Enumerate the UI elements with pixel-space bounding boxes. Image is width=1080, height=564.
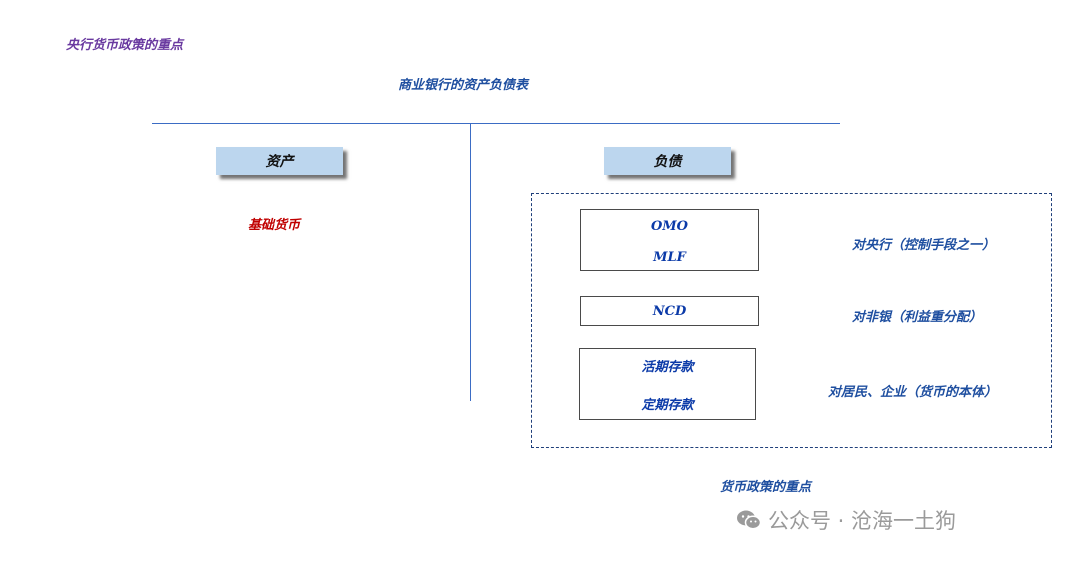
wechat-icon [736, 509, 762, 531]
t-account-horizontal-line [152, 123, 840, 124]
asset-item-base-money: 基础货币 [248, 218, 301, 233]
monetary-policy-focus-label: 货币政策的重点 [720, 480, 812, 495]
assets-header-label: 资产 [265, 154, 294, 170]
diagram-title: 商业银行的资产负债表 [398, 78, 529, 93]
corner-title: 央行货币政策的重点 [66, 38, 184, 53]
side-label-non-bank: 对非银（利益重分配） [852, 310, 983, 325]
watermark-text: 公众号 · 沧海一土狗 [768, 509, 957, 533]
liability-item-ncd: NCD [652, 304, 687, 319]
liabilities-header: 负债 [604, 147, 731, 175]
liability-box-ncd [580, 296, 759, 326]
liabilities-dashed-group [531, 193, 1052, 448]
side-label-central-bank: 对央行（控制手段之一） [852, 238, 996, 253]
t-account-vertical-line [470, 124, 471, 401]
liability-item-time-deposit: 定期存款 [641, 398, 694, 413]
liabilities-header-label: 负债 [653, 154, 682, 170]
liability-item-omo: OMO [650, 219, 689, 234]
assets-header: 资产 [216, 147, 343, 175]
side-label-residents: 对居民、企业（货币的本体） [828, 385, 998, 400]
liability-item-mlf: MLF [653, 250, 686, 265]
liability-box-deposits [579, 348, 756, 420]
liability-item-demand-deposit: 活期存款 [641, 360, 694, 375]
watermark: 公众号 · 沧海一土狗 [736, 505, 956, 535]
liability-box-central-bank [580, 209, 759, 271]
